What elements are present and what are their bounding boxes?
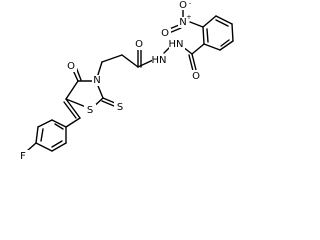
nitrophenyl-ring bbox=[202, 15, 234, 51]
bond bbox=[202, 15, 217, 28]
nitro-oxygen-atom: O bbox=[179, 0, 187, 11]
positive-charge: + bbox=[186, 13, 191, 21]
bond bbox=[37, 119, 53, 128]
bond bbox=[231, 23, 234, 42]
bond bbox=[26, 142, 37, 152]
benzoyl-oxygen-atom: O bbox=[192, 71, 200, 82]
bond-inner bbox=[206, 28, 209, 43]
bond bbox=[191, 43, 205, 55]
negative-charge: - bbox=[189, 0, 192, 7]
bond bbox=[215, 15, 233, 25]
ring-nitrogen-atom: N bbox=[93, 75, 100, 86]
bond bbox=[35, 126, 39, 144]
bond bbox=[51, 142, 67, 152]
bond-inner bbox=[54, 123, 64, 130]
bond bbox=[102, 97, 116, 104]
bond bbox=[121, 54, 139, 68]
bond-inner bbox=[40, 128, 44, 142]
bond bbox=[202, 26, 205, 45]
nitro-oxygen-atom: O bbox=[161, 28, 169, 39]
ring-sulfur-atom: S bbox=[87, 105, 93, 116]
nitro-nitrogen-atom: N bbox=[179, 17, 186, 28]
bond bbox=[188, 54, 194, 72]
thione-sulfur-atom: S bbox=[117, 102, 123, 113]
bond bbox=[51, 119, 67, 128]
bond bbox=[191, 53, 197, 71]
bond bbox=[65, 80, 79, 100]
bond bbox=[203, 43, 221, 51]
chemical-structure: F O N S S O HN HN O N + O - O bbox=[18, 0, 234, 162]
bond bbox=[65, 98, 81, 119]
bond-inner bbox=[51, 140, 63, 148]
bond bbox=[63, 101, 77, 119]
bond-inner bbox=[220, 39, 230, 47]
bond bbox=[189, 21, 204, 28]
bond-inner bbox=[215, 19, 229, 27]
fluorophenyl-ring bbox=[35, 119, 67, 152]
bond bbox=[65, 117, 81, 128]
amide-oxygen-atom: O bbox=[135, 39, 143, 50]
bond bbox=[137, 59, 154, 68]
hydrazide-nh-atom: HN bbox=[152, 55, 167, 66]
atom-labels: F O N S S O HN HN O N + O - O bbox=[18, 0, 202, 162]
bond bbox=[219, 40, 234, 51]
bond bbox=[101, 100, 115, 107]
bond bbox=[101, 54, 123, 63]
carbonyl-oxygen-atom: O bbox=[67, 61, 75, 72]
bond bbox=[35, 142, 53, 152]
hydrazide-nh-atom: HN bbox=[169, 39, 184, 50]
fluorine-atom: F bbox=[20, 151, 26, 162]
